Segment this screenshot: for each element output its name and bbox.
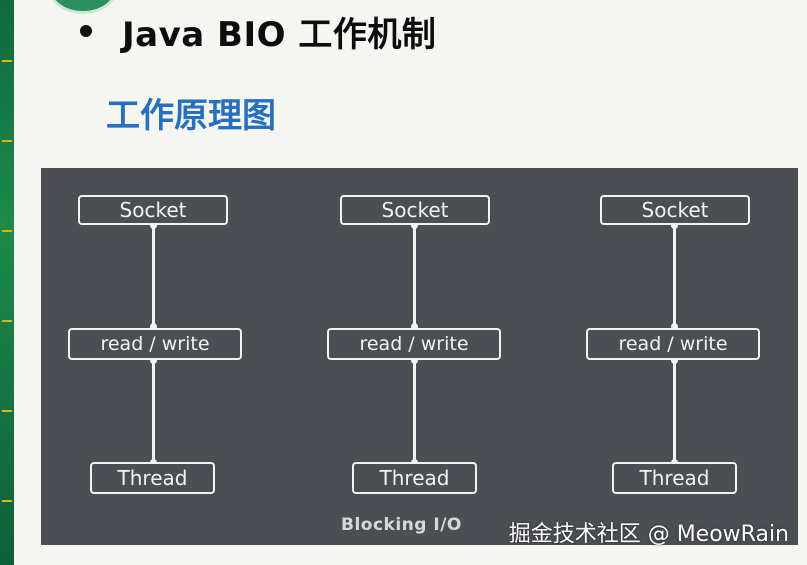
slide-title-row: Java BIO 工作机制 (80, 8, 437, 55)
connector-dot (150, 323, 157, 330)
slide-subtitle: 工作原理图 (106, 96, 276, 136)
socket-box: Socket (78, 195, 228, 225)
read-write-box: read / write (586, 328, 760, 360)
read-write-box: read / write (68, 328, 242, 360)
read-write-box: read / write (327, 328, 501, 360)
diagram-caption: Blocking I/O (341, 515, 462, 535)
bullet-icon (80, 25, 92, 37)
thread-box: Thread (612, 462, 737, 494)
bio-diagram: Socket read / write Thread Socket read /… (41, 168, 798, 545)
connector-line (673, 225, 676, 327)
connector-dot (671, 323, 678, 330)
connector-dot (150, 222, 157, 229)
connector-line (152, 225, 155, 327)
thread-box: Thread (90, 462, 215, 494)
socket-box: Socket (600, 195, 750, 225)
connector-line (413, 360, 416, 463)
connector-dot (150, 357, 157, 364)
thread-box: Thread (352, 462, 477, 494)
connector-dot (411, 357, 418, 364)
connector-line (673, 360, 676, 463)
watermark: 掘金技术社区 @ MeowRain (508, 522, 789, 547)
connector-dot (671, 222, 678, 229)
connector-line (413, 225, 416, 327)
connector-dot (411, 222, 418, 229)
connector-line (152, 360, 155, 463)
slide-title: Java BIO 工作机制 (122, 14, 437, 55)
left-decoration-bar (0, 0, 14, 565)
connector-dot (411, 323, 418, 330)
socket-box: Socket (340, 195, 490, 225)
connector-dot (671, 357, 678, 364)
